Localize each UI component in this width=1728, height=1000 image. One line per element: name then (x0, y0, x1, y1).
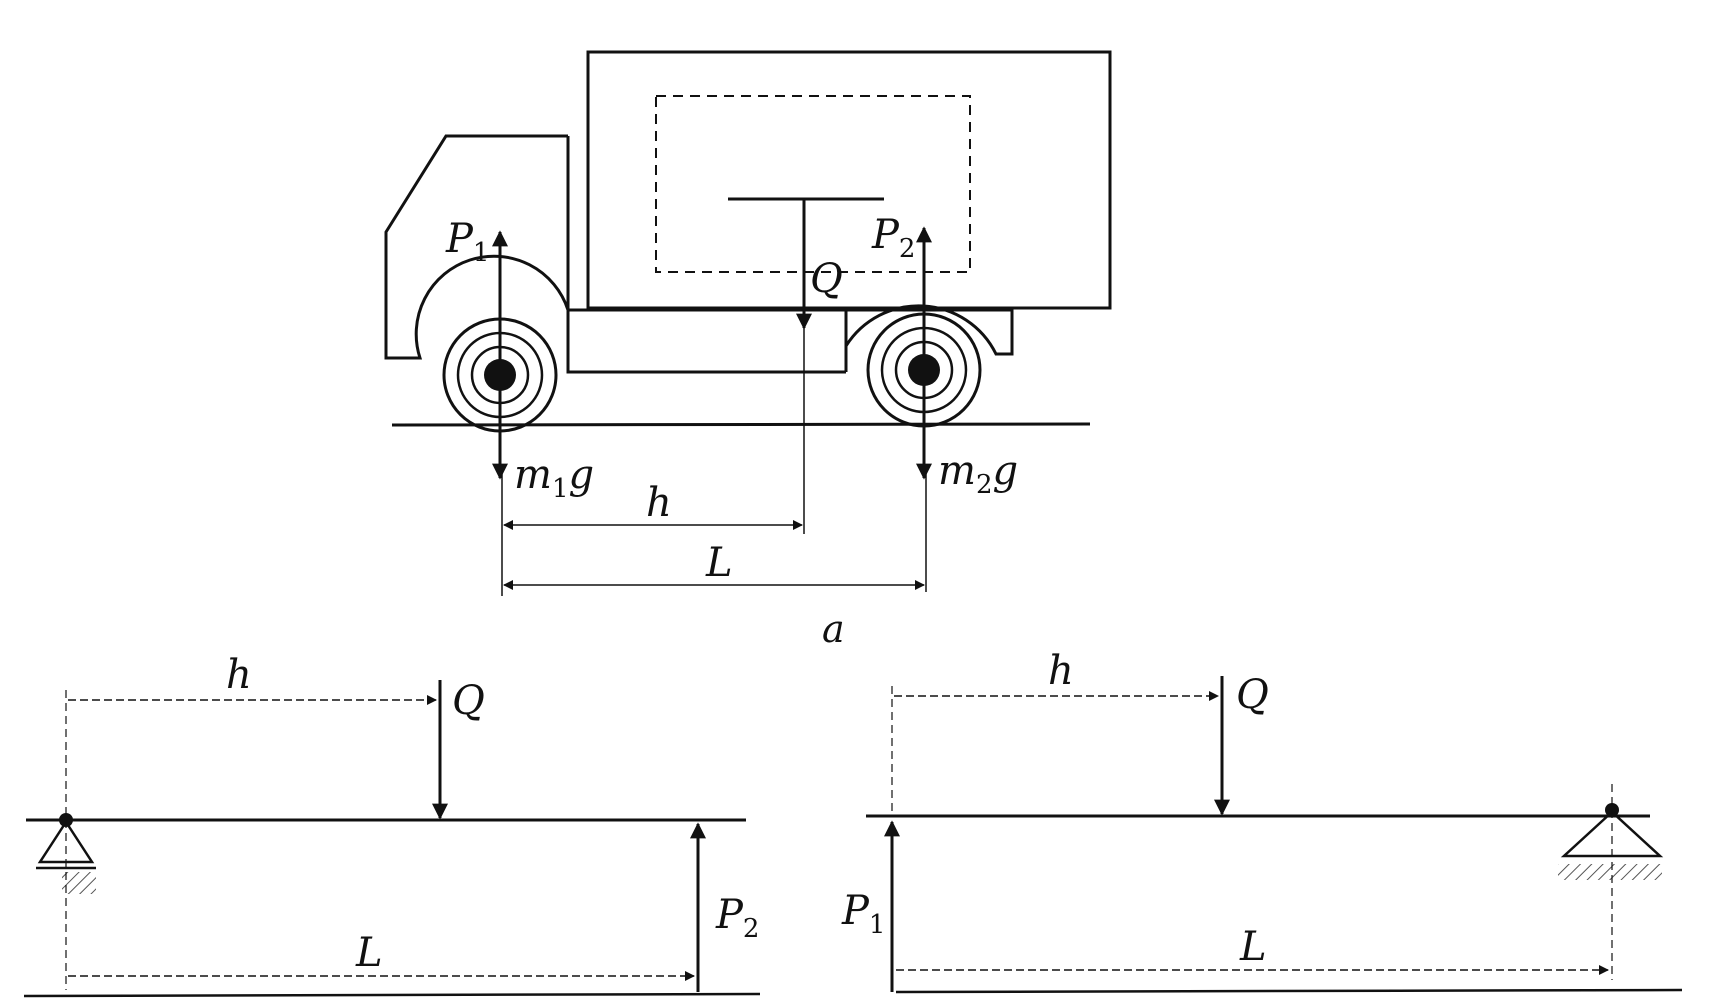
dim-h-label: h (646, 480, 672, 526)
cargo-box (586, 50, 1112, 310)
dim-L-label: L (705, 540, 733, 586)
rear-weight-label: m2g (938, 448, 1018, 500)
truck-chassis (566, 304, 1014, 374)
beam-left-figure: h Q P2 L (26, 652, 759, 992)
beam-right-h-label: h (1048, 648, 1074, 694)
beam-right-reaction-label: P1 (841, 888, 885, 940)
load-label: Q (810, 256, 843, 302)
truck-figure: P1 P2 Q m1g m2g h L (384, 50, 1112, 596)
rear-reaction-label: P2 (871, 212, 915, 264)
truck-cab (384, 134, 570, 360)
front-reaction-label: P1 (445, 216, 489, 268)
load-outline (655, 95, 971, 273)
beam-left-reaction-label: P2 (715, 892, 759, 944)
base-line-left (23, 992, 761, 998)
figure-caption: a (822, 607, 845, 651)
beam-right-L-label: L (1239, 924, 1267, 970)
ground-line (391, 422, 1091, 427)
beam-left-load-label: Q (452, 678, 485, 724)
beam-left-h-label: h (226, 652, 252, 698)
base-line-right (895, 988, 1683, 994)
beam-right-load-label: Q (1236, 672, 1269, 718)
beam-right-figure: h Q P1 L (841, 648, 1683, 994)
beam-left-L-label: L (355, 930, 383, 976)
front-weight-label: m1g (514, 452, 594, 504)
